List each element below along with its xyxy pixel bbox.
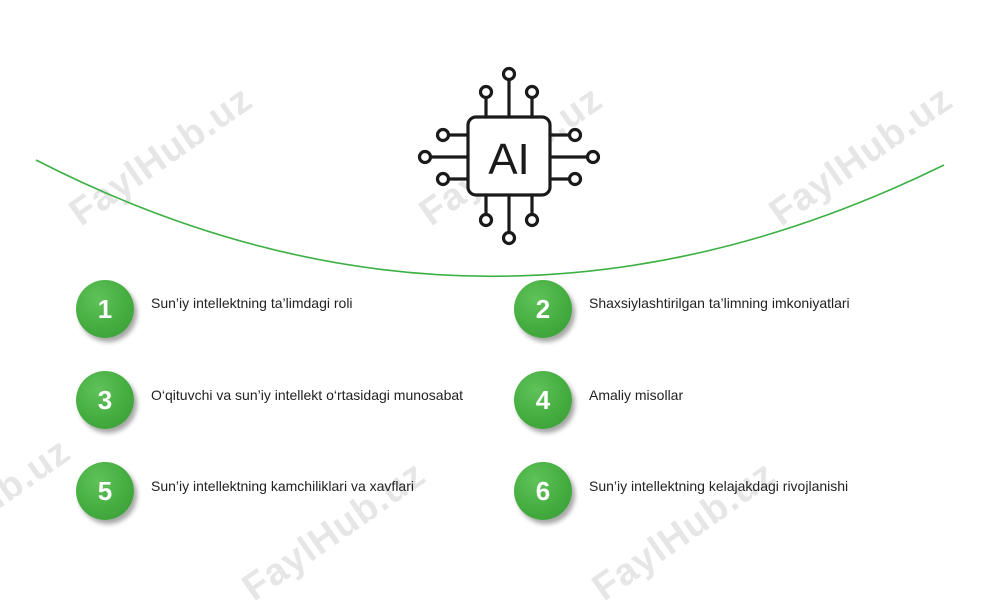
agenda-item-label: O‘qituvchi va sun’iy intellekt o‘rtasida…: [151, 387, 464, 403]
number-badge: 5: [76, 462, 134, 520]
agenda-item-4: 4 Amaliy misollar: [514, 371, 683, 429]
agenda-item-3: 3 O‘qituvchi va sun’iy intellekt o‘rtasi…: [76, 371, 463, 429]
number-badge: 3: [76, 371, 134, 429]
agenda-item-label: Sun’iy intellektning kelajakdagi rivojla…: [589, 478, 849, 494]
agenda-item-1: 1 Sun’iy intellektning ta’limdagi roli: [76, 280, 353, 338]
decorative-curve: [35, 159, 945, 278]
number-badge: 6: [514, 462, 572, 520]
number-badge: 1: [76, 280, 134, 338]
slide: FaylHub.uz FaylHub.uz FaylHub.uz FaylHub…: [0, 66, 960, 609]
agenda-item-2: 2 Shaxsiylashtirilgan ta’limning imkoniy…: [514, 280, 850, 338]
number-badge: 4: [514, 371, 572, 429]
agenda-item-5: 5 Sun’iy intellektning kamchiliklari va …: [76, 462, 414, 520]
agenda-item-6: 6 Sun’iy intellektning kelajakdagi rivoj…: [514, 462, 848, 520]
agenda-item-label: Sun’iy intellektning kamchiliklari va xa…: [151, 478, 414, 494]
number-badge: 2: [514, 280, 572, 338]
ai-chip-label: AI: [488, 135, 530, 184]
agenda-item-label: Amaliy misollar: [589, 387, 684, 403]
agenda-item-label: Shaxsiylashtirilgan ta’limning imkoniyat…: [589, 295, 850, 311]
ai-chip-icon: AI: [417, 66, 601, 246]
agenda-item-label: Sun’iy intellektning ta’limdagi roli: [151, 295, 353, 311]
